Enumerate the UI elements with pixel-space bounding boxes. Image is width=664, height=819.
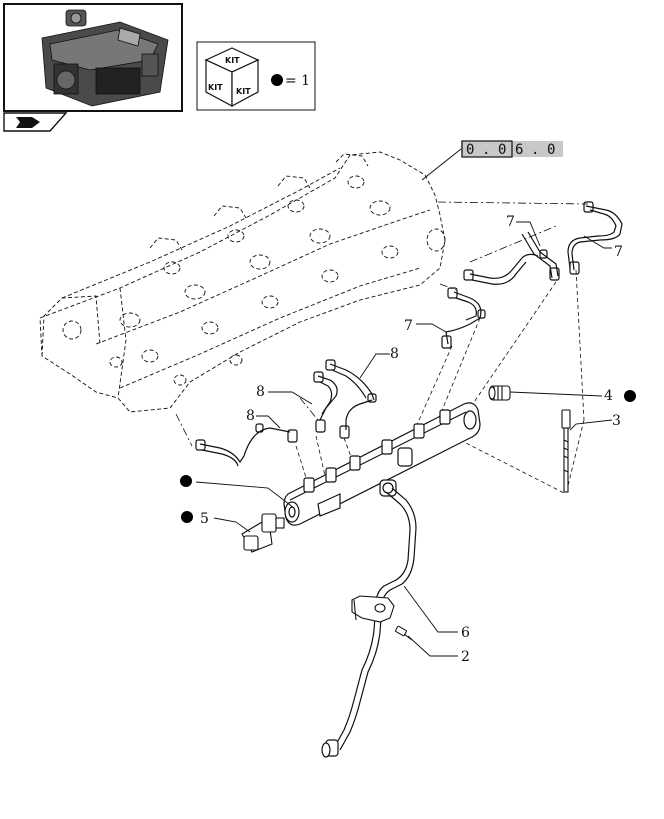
reference-char-6: 0: [547, 142, 555, 158]
assembly-dashed-lines: [295, 269, 585, 495]
engine-thumbnail-icon[interactable]: [3, 3, 183, 112]
reference-char-4: 6: [515, 142, 523, 158]
callout-8-top: 8: [390, 346, 399, 362]
cylinder-head-phantom: [39, 151, 446, 413]
callout-7-right: 7: [614, 244, 623, 260]
kit-label-top: KIT: [225, 56, 240, 65]
common-rail[interactable]: [283, 402, 481, 526]
kit-legend-text: = 1: [285, 73, 310, 89]
callout-4: 4: [604, 388, 613, 404]
callout-bullet-marker: [624, 390, 636, 402]
callout-bullet-marker: [180, 475, 192, 487]
reference-char-2: .: [482, 142, 490, 158]
callout-6: 6: [461, 625, 470, 641]
injection-pipes-8[interactable]: [195, 359, 377, 467]
injection-pipes-7[interactable]: [441, 201, 623, 349]
reference-char-5: .: [531, 142, 539, 158]
kit-bullet-marker: [271, 74, 283, 86]
assembly-phantom-lines: [175, 201, 589, 447]
callout-8-left: 8: [246, 408, 255, 424]
callout-7-top: 7: [506, 214, 515, 230]
kit-cube-icon: [204, 47, 260, 108]
callout-bullet-marker: [181, 511, 193, 523]
feed-pipe-6[interactable]: [321, 487, 417, 758]
callout-8-middle: 8: [256, 384, 265, 400]
pressure-sensor-5[interactable]: [241, 513, 285, 553]
callout-leaders: [195, 221, 613, 657]
kit-label-right: KIT: [236, 87, 251, 96]
kit-label-left: KIT: [208, 83, 223, 92]
reference-char-3: 0: [498, 142, 506, 158]
callout-markers: [180, 390, 636, 523]
reference-char-1: 0: [466, 142, 474, 158]
callout-numbers: 7 7 7 8 8 8 4 3 5 6 2: [200, 214, 623, 665]
callout-7-left: 7: [404, 318, 413, 334]
kit-legend-box: KIT KIT KIT = 1: [196, 41, 316, 111]
pipe-bracket[interactable]: [351, 595, 395, 623]
pressure-limiter-4[interactable]: [488, 385, 511, 401]
reference-code: 0 . 0 6 . 0: [421, 140, 563, 181]
callout-2: 2: [461, 649, 470, 665]
callout-5: 5: [200, 511, 209, 527]
next-page-arrow-icon[interactable]: [3, 112, 68, 132]
callout-3: 3: [612, 413, 621, 429]
stud-bolt-3[interactable]: [561, 409, 571, 493]
